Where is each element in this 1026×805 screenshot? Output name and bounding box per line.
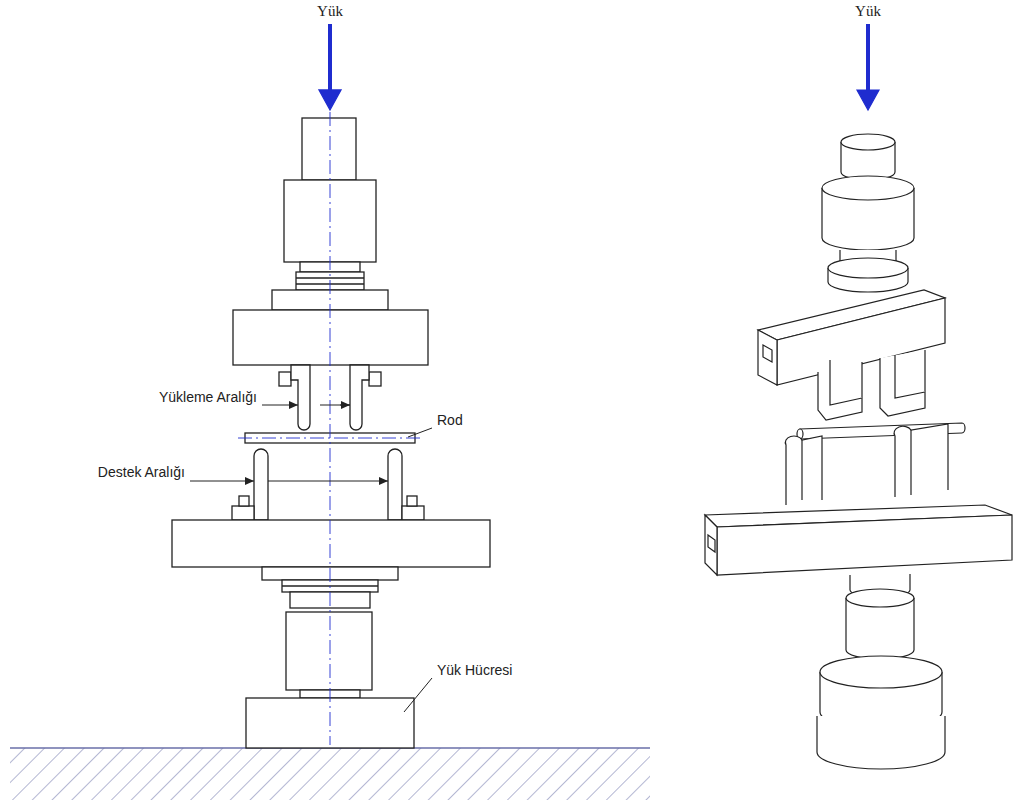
part-label: Rod (436, 412, 464, 428)
dimension-line (190, 405, 432, 712)
front-view (172, 24, 490, 748)
load-label: Yük (316, 3, 344, 20)
dimension-label: Destek Aralığı (97, 464, 186, 480)
centerline (238, 112, 422, 745)
load-label: Yük (854, 3, 882, 20)
ground-hatch (10, 748, 650, 800)
part-label: Yük Hücresi (436, 662, 513, 678)
dimension-label: Yükleme Aralığı (158, 389, 258, 405)
isometric-view (705, 24, 1012, 769)
